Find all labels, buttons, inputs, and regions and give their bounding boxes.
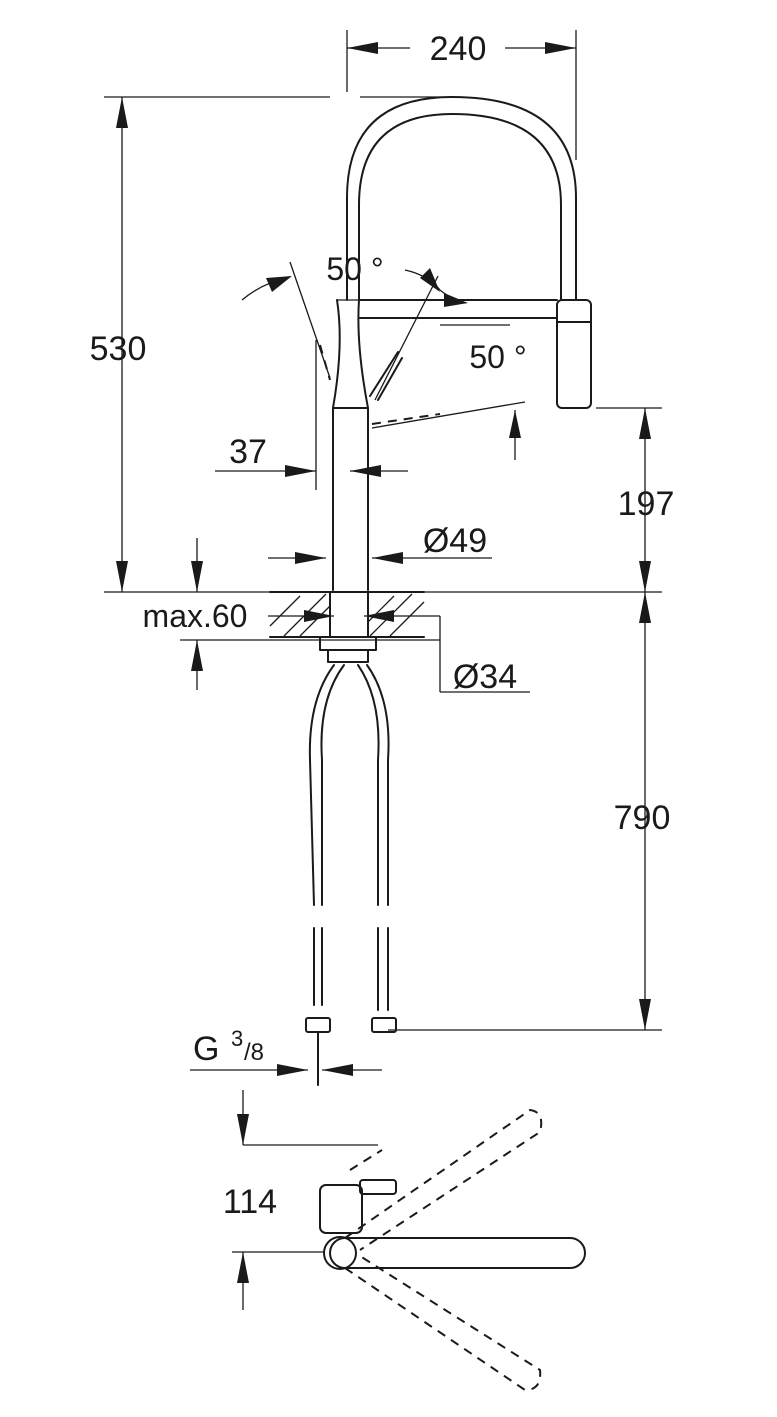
dim-connection-prefix: G bbox=[193, 1030, 219, 1068]
countertop-section bbox=[269, 591, 425, 663]
dim-body-diameter: Ø49 bbox=[423, 522, 487, 560]
dim-hole-diameter: Ø34 bbox=[453, 658, 517, 696]
dim-hose-length: 790 bbox=[614, 799, 671, 837]
dim-spout-reach: 240 bbox=[430, 30, 487, 68]
dim-connection-num: 3 bbox=[231, 1026, 243, 1051]
faucet-body bbox=[319, 96, 592, 591]
dim-handle-offset: 114 bbox=[223, 1183, 277, 1221]
dimension-labels: 240 530 50 ° 50 ° 37 197 Ø49 max.60 Ø34 … bbox=[90, 30, 675, 1221]
dimension-lines bbox=[104, 30, 662, 1310]
dim-side-offset: 37 bbox=[229, 433, 267, 471]
dim-deck-thickness: max.60 bbox=[143, 598, 248, 634]
dim-connection-den: /8 bbox=[244, 1039, 264, 1066]
dim-angle-left: 50 ° bbox=[326, 251, 383, 287]
supply-hoses bbox=[305, 664, 397, 1086]
dim-total-height: 530 bbox=[90, 330, 147, 368]
dim-outlet-height: 197 bbox=[618, 485, 675, 523]
top-view bbox=[319, 1108, 586, 1392]
dim-angle-right: 50 ° bbox=[469, 339, 526, 375]
